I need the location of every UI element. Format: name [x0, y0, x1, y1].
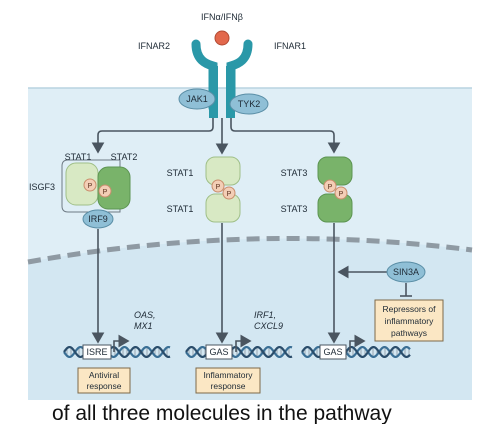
gene-label-middle-2: CXCL9: [254, 321, 283, 331]
phospho-label: P: [339, 191, 344, 198]
irf9-protein: [82, 209, 114, 229]
tyk2-label: TYK2: [238, 99, 261, 109]
jak1-kinase: [178, 88, 216, 110]
tss-arrow-left: [113, 334, 130, 352]
tss-arrow-middle: [235, 334, 252, 352]
phospho-label: P: [216, 184, 221, 191]
tss-arrow-right: [349, 334, 366, 352]
antiviral-response-box: [77, 367, 131, 394]
ifnar-receptor: [191, 39, 253, 118]
gas-box-right: [319, 344, 347, 360]
gas-box-middle: [205, 344, 233, 360]
phospho-stat1-a: [211, 179, 225, 193]
repressor-line-1: Repressors of: [383, 304, 437, 314]
gas-label-middle: GAS: [209, 347, 228, 357]
repressor-line-2: inflammatory: [385, 316, 434, 326]
stat3-dimer: P P: [317, 156, 353, 223]
nuclear-envelope: [27, 235, 473, 265]
arrow-to-isgf3: [91, 118, 214, 154]
stat2-isgf3-label: STAT2: [111, 152, 138, 162]
stat1-bottom-label: STAT1: [167, 204, 194, 214]
jak1-label: JAK1: [186, 94, 208, 104]
phospho-label: P: [88, 183, 93, 190]
phospho-label: P: [328, 184, 333, 191]
repressor-line-3: pathways: [391, 328, 427, 338]
isgf3-label: ISGF3: [29, 182, 55, 192]
stat3-bottom-label: STAT3: [281, 204, 308, 214]
phospho-label: P: [103, 189, 108, 196]
ifnar1-label: IFNAR1: [274, 41, 306, 51]
dna-strand: [63, 345, 171, 359]
stat1-top-label: STAT1: [167, 168, 194, 178]
antiviral-line-2: response: [87, 381, 122, 391]
sin3a-protein: [386, 261, 426, 283]
stat3-top-label: STAT3: [281, 168, 308, 178]
phospho-label: P: [227, 191, 232, 198]
isre-box: [82, 344, 112, 360]
stat2-isgf3: [97, 166, 131, 210]
phospho-stat3-b: [334, 186, 348, 200]
phospho-stat3-a: [323, 179, 337, 193]
inflammatory-line-2: response: [211, 381, 246, 391]
phospho-isgf3-a: [83, 178, 97, 192]
phospho-isgf3-b: [98, 184, 112, 198]
ifn-ligand: [214, 30, 230, 46]
dna-strand: [185, 345, 293, 359]
gene-label-left-2: MX1: [134, 321, 153, 331]
ifn-ligand-label: IFNα/IFNβ: [201, 12, 243, 22]
gas-label-right: GAS: [323, 347, 342, 357]
gene-label-left-1: OAS,: [134, 310, 156, 320]
ifnar2-label: IFNAR2: [138, 41, 170, 51]
isre-label: ISRE: [86, 347, 107, 357]
repressor-box: [374, 299, 444, 342]
inflammatory-response-box: [195, 367, 261, 394]
stat1-dimer: P P: [205, 156, 241, 223]
nucleus: [28, 238, 472, 400]
irf9-label: IRF9: [88, 214, 108, 224]
isgf3-complex: P P IRF9: [61, 159, 131, 229]
stat1-isgf3-label: STAT1: [65, 152, 92, 162]
gene-label-middle-1: IRF1,: [254, 310, 276, 320]
arrow-to-stat3: [230, 118, 341, 154]
antiviral-line-1: Antiviral: [89, 370, 119, 380]
sin3a-label: SIN3A: [393, 267, 419, 277]
inflammatory-line-1: Inflammatory: [203, 370, 253, 380]
phospho-stat1-b: [222, 186, 236, 200]
caption-text: of all three molecules in the pathway: [52, 402, 392, 424]
tyk2-kinase: [229, 93, 269, 115]
